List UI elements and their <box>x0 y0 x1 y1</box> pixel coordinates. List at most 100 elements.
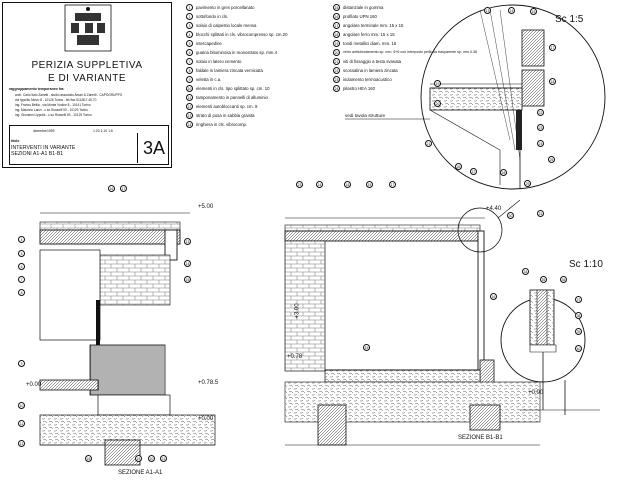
callout: 14 <box>184 260 191 267</box>
callout: 20 <box>434 100 441 107</box>
callout: 17 <box>389 181 396 188</box>
legend-callout: 20 <box>333 49 340 56</box>
legend-item: pavimento in gres porcellanato <box>196 5 255 10</box>
scale-field: 1:20 1:10 1:5 <box>93 129 113 133</box>
legend-item: intercapedine <box>196 41 222 46</box>
callout: 12 <box>18 440 25 447</box>
legend-item: vetro antisfondamento sp. mm. 6+6 con in… <box>343 50 477 54</box>
legend-callout: 1 <box>186 4 193 11</box>
callout: 40 <box>575 345 582 352</box>
legend-item: elementi autobloccanti sp. cm. 8 <box>196 104 258 109</box>
legend-item: sottofondo in cls. <box>196 14 229 19</box>
callout: 10 <box>18 402 25 409</box>
legend-callout: 9 <box>186 76 193 83</box>
callout: 5 <box>18 250 25 257</box>
scale-label: Sc 1:10 <box>569 259 603 270</box>
callout: 7 <box>18 276 25 283</box>
callout: 13 <box>184 238 191 245</box>
legend-callout: 10 <box>186 85 193 92</box>
callout: 39 <box>575 328 582 335</box>
legend-item: distanziale in gomma <box>343 5 384 10</box>
legend-callout: 3 <box>186 22 193 29</box>
section-title: SEZIONE A1-A1 <box>118 470 163 476</box>
callout: 20 <box>148 455 155 462</box>
detail-1-5 <box>420 4 606 190</box>
callout: 17 <box>120 185 127 192</box>
title-line1: PERIZIA SUPPLETIVA <box>31 60 143 71</box>
legend-callout: 23 <box>333 76 340 83</box>
section-title: SEZIONE B1-B1 <box>458 435 503 441</box>
callout: 14 <box>316 181 323 188</box>
title-block: PERIZIA SUPPLETIVA E DI VARIANTE raggrup… <box>2 2 172 168</box>
legend-item: scossalina in lamiera zincata <box>343 68 398 73</box>
section-a1-a1 <box>39 212 216 466</box>
legend-callout: 6 <box>186 49 193 56</box>
callout: 27 <box>470 168 477 175</box>
callout: 8 <box>18 289 25 296</box>
callout: 19 <box>363 344 370 351</box>
callout: 24 <box>537 140 544 147</box>
legend-callout: 14 <box>186 121 193 128</box>
legend-callout: 24 <box>333 85 340 92</box>
section-b1-b1 <box>284 199 541 446</box>
callout: 21 <box>425 140 432 147</box>
legend-callout: 12 <box>186 103 193 110</box>
date-field: dicembre1999 <box>33 129 55 133</box>
callout: 34 <box>522 268 529 275</box>
legend-item: solaio di calpestio locale mensa <box>196 23 257 28</box>
legend-item: blocchi splittati in cls. vibrocompresso… <box>196 32 288 37</box>
callout: 13 <box>484 7 491 14</box>
callout: 16 <box>108 185 115 192</box>
callout: 23 <box>537 124 544 131</box>
legend-item: faldale in lamiera zincata verniciata <box>196 68 263 73</box>
legend-item: elementi in cls. tipo splittato sp. cm. … <box>196 86 270 91</box>
callout: 6 <box>18 263 25 270</box>
callout: 19 <box>135 455 142 462</box>
member-line: arch. Carlo Italo Zanetti - studio assoc… <box>15 93 123 97</box>
callout: 38 <box>575 312 582 319</box>
legend-callout: 22 <box>333 67 340 74</box>
elevation-label: +4.40 <box>486 206 502 212</box>
callout: 36 <box>560 276 567 283</box>
legend-callout: 11 <box>186 94 193 101</box>
legend-callout: 2 <box>186 13 193 20</box>
legend-item: tamponamento in pannelli di alluminio <box>196 95 268 100</box>
member-line: via Ippolito Nievo 8 - 10126 Torino - te… <box>15 98 97 102</box>
callout: 18 <box>344 181 351 188</box>
legend-callout: 7 <box>186 58 193 65</box>
subject-box <box>9 125 169 165</box>
elevation-label: +5.00 <box>198 204 214 210</box>
legend-callout: 16 <box>333 13 340 20</box>
callout: 37 <box>575 296 582 303</box>
group-heading: raggruppamento temporaneo fra: <box>9 87 65 91</box>
legend-item: guaina bituminosa in monostrato sp. mm.4 <box>196 50 277 55</box>
legend-item: solaio in latero cemento <box>196 59 242 64</box>
legend-item: veletta in c.a. <box>196 77 222 82</box>
callout: 21 <box>160 455 167 462</box>
callout: 31 <box>537 210 544 217</box>
callout: 15 <box>366 181 373 188</box>
elevation-label: +0.78.5 <box>198 380 219 386</box>
callout: 22 <box>537 109 544 116</box>
legend-callout: 21 <box>333 58 340 65</box>
member-line: ing. Giovanni Lippolis - c.so Rosselli 9… <box>15 113 92 117</box>
callout: 16 <box>490 293 497 300</box>
callout: 23 <box>296 181 303 188</box>
callout: 17 <box>549 44 556 51</box>
legend-item: angolare ferro mm. 15 x 15 <box>343 32 395 37</box>
legend-item: strato di posa in sabbia granita <box>196 113 255 118</box>
legend-item: viti di fissaggio a testa svasata <box>343 59 402 64</box>
legend-item: tondi metallici diam. mm. 16 <box>343 41 397 46</box>
legend-callout: 4 <box>186 31 193 38</box>
callout: 26 <box>455 163 462 170</box>
callout: 11 <box>18 420 25 427</box>
legend-item: angolare terminale mm. 15 x 15 <box>343 23 404 28</box>
callout: 30 <box>507 212 514 219</box>
callout: 4 <box>18 236 25 243</box>
callout: 19 <box>434 80 441 87</box>
detail-1-10 <box>500 289 600 415</box>
legend-callout: 8 <box>186 67 193 74</box>
legend-callout: 17 <box>333 22 340 29</box>
